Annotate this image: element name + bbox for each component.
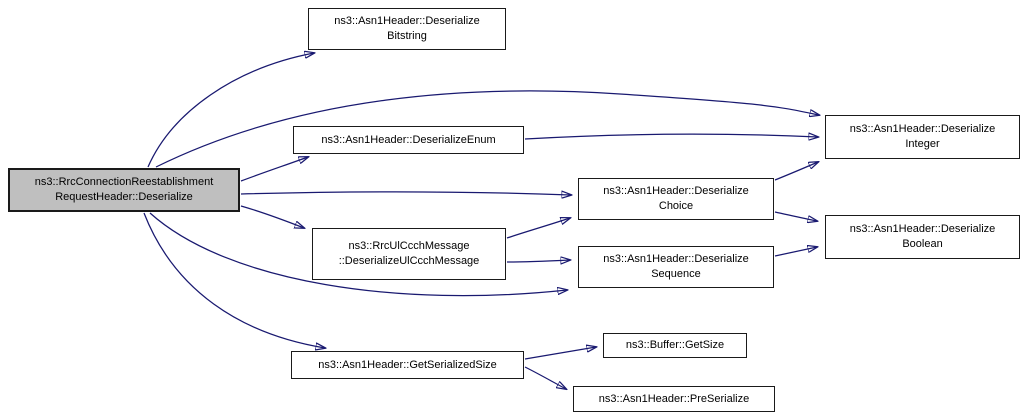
edge-main-to-choice xyxy=(240,192,571,195)
node-asn1header-deserializeenum[interactable]: ns3::Asn1Header::DeserializeEnum xyxy=(293,126,524,154)
edge-enum-to-integer xyxy=(524,134,818,139)
node-asn1header-getserializedsize[interactable]: ns3::Asn1Header::GetSerializedSize xyxy=(291,351,524,379)
node-asn1header-deserializesequence[interactable]: ns3::Asn1Header::Deserialize Sequence xyxy=(578,246,774,288)
node-label: ns3::Asn1Header::GetSerializedSize xyxy=(318,358,497,371)
edge-getserializedsize-to-preserialize xyxy=(524,366,566,389)
edge-main-to-ulccch xyxy=(240,205,304,228)
node-label: ns3::Asn1Header::PreSerialize xyxy=(598,392,750,405)
node-label: ns3::Asn1Header::Deserialize Choice xyxy=(603,185,749,212)
node-rrculccchmessage-deserializeulccchmessage[interactable]: ns3::RrcUlCcchMessage ::DeserializeUlCcc… xyxy=(312,228,506,280)
node-asn1header-deserializeboolean[interactable]: ns3::Asn1Header::Deserialize Boolean xyxy=(825,215,1020,259)
edge-main-to-getserializedsize xyxy=(143,212,325,348)
node-rrcconnectionreestablishmentrequestheader-deserialize[interactable]: ns3::RrcConnectionReestablishment Reques… xyxy=(8,168,240,212)
node-label: ns3::RrcConnectionReestablishment Reques… xyxy=(34,176,214,203)
edge-choice-to-integer xyxy=(774,162,818,181)
node-label: ns3::Asn1Header::Deserialize Integer xyxy=(849,123,996,150)
node-asn1header-preserialize[interactable]: ns3::Asn1Header::PreSerialize xyxy=(573,386,775,412)
edge-ulccch-to-choice xyxy=(506,218,570,239)
node-label: ns3::Asn1Header::Deserialize Boolean xyxy=(849,223,996,250)
node-label: ns3::RrcUlCcchMessage ::DeserializeUlCcc… xyxy=(338,240,480,267)
node-buffer-getsize[interactable]: ns3::Buffer::GetSize xyxy=(603,333,747,358)
edge-getserializedsize-to-getsize xyxy=(524,347,596,360)
edge-ulccch-to-sequence xyxy=(506,260,570,262)
node-label: ns3::Asn1Header::DeserializeEnum xyxy=(321,133,496,146)
edge-choice-to-boolean xyxy=(774,211,817,221)
node-label: ns3::Asn1Header::Deserialize Sequence xyxy=(603,253,749,280)
node-asn1header-deserializebitstring[interactable]: ns3::Asn1Header::Deserialize Bitstring xyxy=(308,8,506,50)
node-asn1header-deserializeinteger[interactable]: ns3::Asn1Header::Deserialize Integer xyxy=(825,115,1020,159)
node-label: ns3::Buffer::GetSize xyxy=(625,339,725,352)
node-label: ns3::Asn1Header::Deserialize Bitstring xyxy=(334,15,480,42)
node-asn1header-deserializechoice[interactable]: ns3::Asn1Header::Deserialize Choice xyxy=(578,178,774,220)
edge-main-to-sequence xyxy=(149,212,567,297)
edge-main-to-integer xyxy=(155,90,819,168)
edge-sequence-to-boolean xyxy=(774,247,817,257)
edge-main-to-bitstring xyxy=(147,53,314,168)
edge-main-to-enum xyxy=(240,157,308,182)
